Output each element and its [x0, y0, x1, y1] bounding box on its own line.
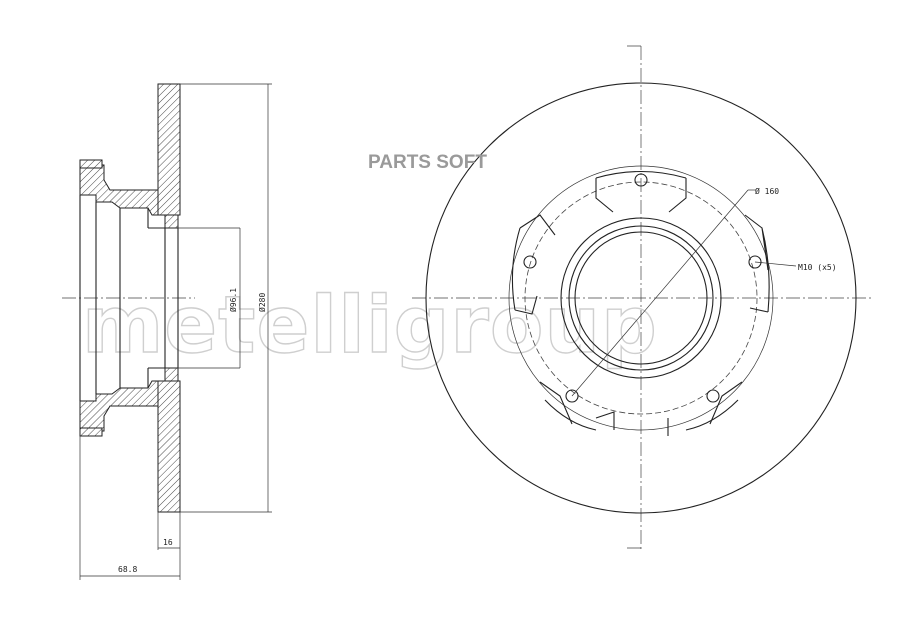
bolt-hole-upper-left — [523, 255, 537, 269]
dim-bore-diameter: Ø96.1 — [228, 288, 238, 312]
bolt-hole-lower-left — [565, 389, 579, 403]
dim-outer-diameter: Ø280 — [257, 293, 267, 312]
bolt-hole-top — [634, 173, 648, 187]
dim-pitch-diameter: Ø 160 — [755, 186, 779, 196]
watermark-text: metelligroup — [82, 281, 658, 371]
center-bore-outer — [560, 217, 722, 379]
hub-pockets — [511, 170, 770, 436]
hub-flange-top — [79, 159, 103, 169]
bolt-hole-upper-right — [748, 255, 762, 269]
hub-wall-top — [79, 164, 159, 216]
parts-soft-label: PARTS SOFT — [368, 152, 487, 173]
hub-flange-bottom — [79, 427, 103, 437]
disc-ring-section-top — [157, 83, 181, 216]
bolt-hole-lower-right — [706, 389, 720, 403]
disc-ring-section-bottom — [157, 380, 181, 513]
hub-wall-bottom — [79, 380, 159, 432]
disc-outer-circle — [425, 82, 857, 514]
dim-thickness: 16 — [163, 538, 173, 547]
dim-bolt-size: M10 (x5) — [798, 263, 837, 272]
front-view: Ø 160 M10 (x5) — [412, 45, 872, 550]
bolt-holes — [523, 173, 762, 403]
dim-overall-height: 68.8 — [118, 565, 137, 574]
side-view: Ø96.1 Ø280 16 68.8 — [62, 83, 272, 580]
pitch-circle — [524, 181, 758, 415]
